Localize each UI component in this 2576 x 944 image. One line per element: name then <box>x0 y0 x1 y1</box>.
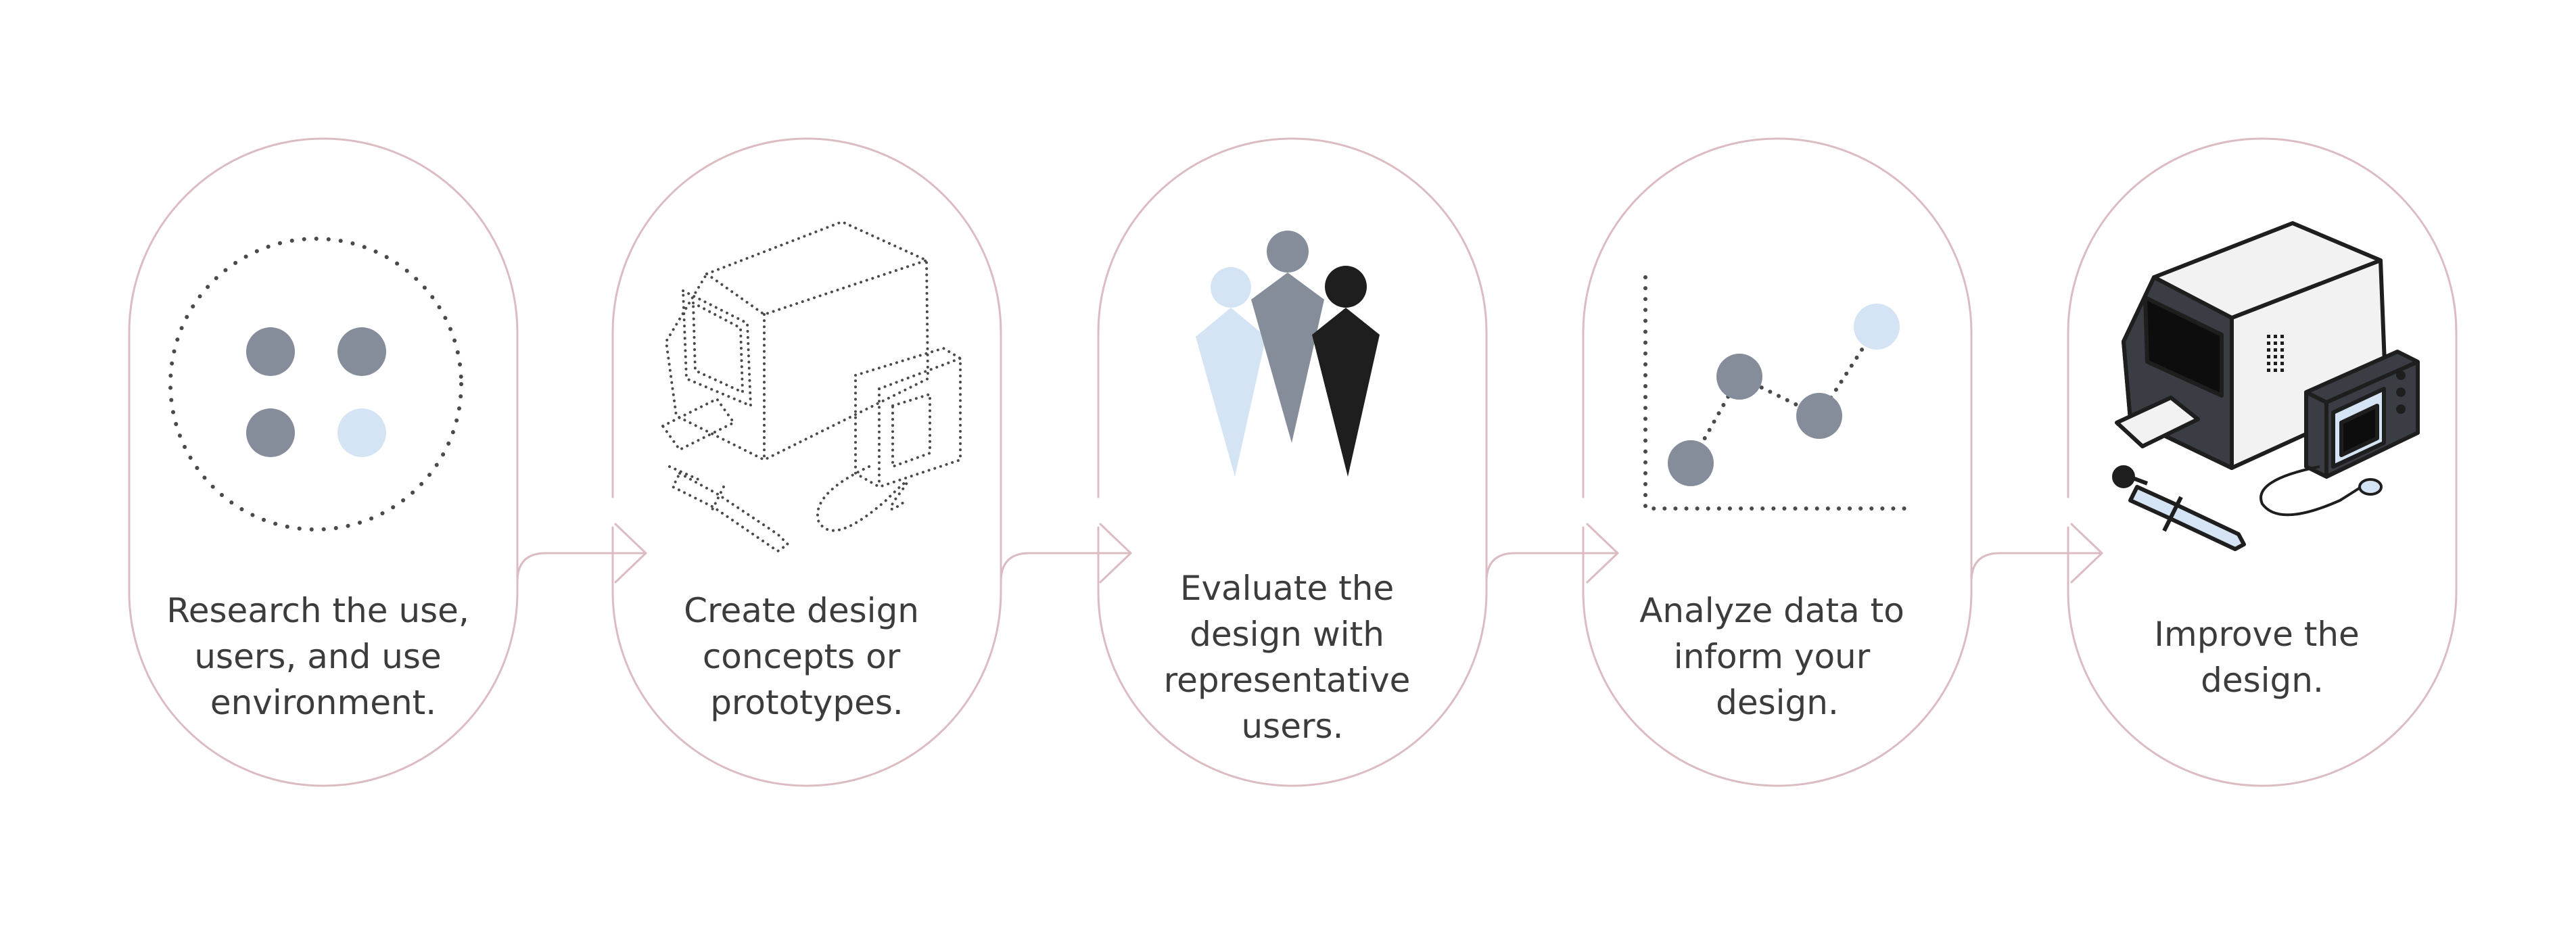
pill-outline-2 <box>611 137 1002 787</box>
arrowhead-2 <box>1099 523 1132 584</box>
connector-arrow-1 <box>516 552 647 590</box>
connector-arrow-4 <box>1970 552 2103 590</box>
device-sketch-icon <box>661 220 962 552</box>
step-labels: Research the use, users, and use environ… <box>166 569 2370 746</box>
pill-outline-3 <box>1097 137 1488 787</box>
line-graph-icon <box>1643 275 1909 511</box>
arrowhead-1 <box>614 523 647 584</box>
process-outline <box>128 137 2458 787</box>
step-label-create: Create design concepts or prototypes. <box>684 591 930 722</box>
connector-arrow-3 <box>1485 552 1619 590</box>
dot-grid-icon <box>168 237 463 532</box>
step-label-analyze: Analyze data to inform your design. <box>1639 591 1915 722</box>
pill-outline-4 <box>1582 137 1973 787</box>
step-label-evaluate: Evaluate the design with representative … <box>1164 569 1422 746</box>
pill-outline-1 <box>128 137 519 787</box>
medical-device-icon <box>2112 221 2420 551</box>
arrowhead-4 <box>2070 523 2103 584</box>
step-label-improve: Improve the design. <box>2154 615 2370 700</box>
users-icon <box>1196 231 1380 477</box>
step-label-research: Research the use, users, and use environ… <box>166 591 480 722</box>
pill-outline-5 <box>2067 137 2458 787</box>
connector-arrow-2 <box>1000 552 1132 590</box>
arrowhead-3 <box>1586 523 1619 584</box>
